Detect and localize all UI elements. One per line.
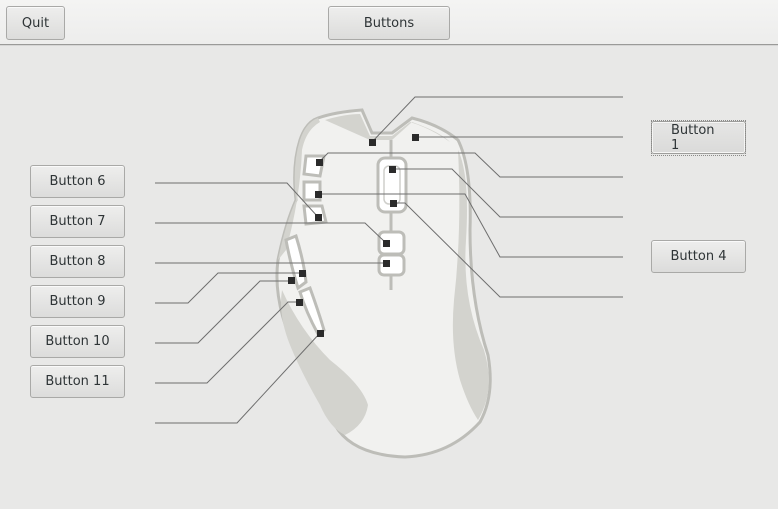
button-4[interactable]: Button 4	[651, 240, 746, 273]
button-6[interactable]: Button 6	[30, 165, 125, 198]
buttons-tab[interactable]: Buttons	[328, 6, 450, 40]
button-7[interactable]: Button 7	[30, 205, 125, 238]
button-8[interactable]: Button 8	[30, 245, 125, 278]
quit-button-label: Quit	[21, 15, 50, 31]
button-10[interactable]: Button 10	[30, 325, 125, 358]
button-9-label: Button 9	[49, 294, 106, 309]
button-9[interactable]: Button 9	[30, 285, 125, 318]
button-markers	[288, 134, 419, 337]
mouse-top-rim	[325, 114, 450, 142]
buttons-tab-label: Buttons	[363, 15, 415, 31]
button-6-label: Button 6	[49, 174, 106, 189]
mouse-right-shade	[452, 150, 489, 420]
button-8-label: Button 8	[49, 254, 106, 269]
top-button-lower	[377, 253, 406, 277]
leader-lines	[155, 96, 623, 424]
button-11-label: Button 11	[45, 374, 110, 389]
header-bar: Quit Buttons	[0, 0, 778, 46]
button-1[interactable]: Button 1	[651, 119, 746, 156]
quit-button[interactable]: Quit	[6, 6, 65, 40]
button-1-label: Button 1	[651, 119, 746, 156]
button-4-label: Button 4	[670, 249, 727, 264]
mouse-left-rim	[278, 118, 320, 260]
mouse-left-shade	[281, 290, 368, 435]
top-button-upper	[377, 230, 406, 256]
button-7-label: Button 7	[49, 214, 106, 229]
button-11[interactable]: Button 11	[30, 365, 125, 398]
button-10-label: Button 10	[45, 334, 110, 349]
